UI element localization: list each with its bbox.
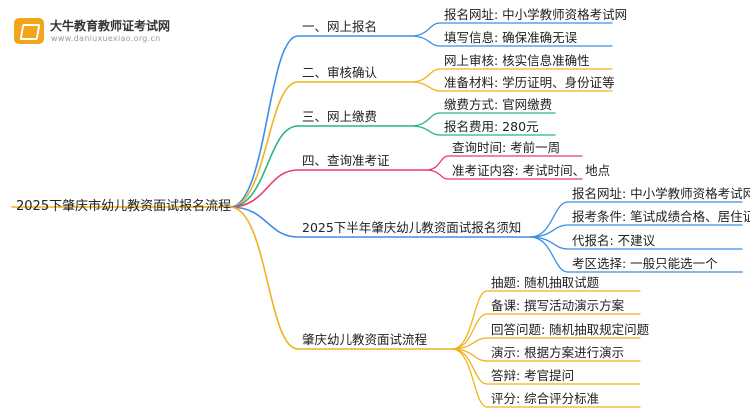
leaf-ticket-content: 准考证内容: 考试时间、地点 [452, 163, 611, 178]
leaf-demonstration: 演示: 根据方案进行演示 [491, 345, 625, 360]
branch-registration-notice: 2025下半年肇庆幼儿教资面试报名须知 [302, 220, 522, 235]
leaf-online-review: 网上审核: 核实信息准确性 [444, 53, 590, 68]
leaf-query-time: 查询时间: 考前一周 [452, 140, 561, 155]
leaf-answer-question: 回答问题: 随机抽取规定问题 [491, 322, 650, 337]
leaf-draw-question: 抽题: 随机抽取试题 [491, 275, 600, 290]
leaf-notice-site: 报名网址: 中小学教师资格考试网 [572, 186, 750, 201]
branch-admission-ticket: 四、查询准考证 [302, 153, 390, 168]
leaf-eligibility: 报考条件: 笔试成绩合格、居住证 [572, 209, 750, 224]
leaf-defense: 答辩: 考官提问 [491, 368, 575, 383]
leaf-registration-site: 报名网址: 中小学教师资格考试网 [444, 7, 628, 22]
leaf-registration-fee: 报名费用: 280元 [444, 119, 539, 134]
leaf-payment-method: 缴费方式: 官网缴费 [444, 97, 553, 112]
logo-url: www.daniuxuexiao.org.cn [51, 34, 161, 43]
leaf-lesson-prep: 备课: 撰写活动演示方案 [491, 298, 625, 313]
leaf-fill-info: 填写信息: 确保准确无误 [444, 30, 578, 45]
logo-name: 大牛教育教师证考试网 [50, 19, 171, 33]
site-logo: 大牛教育教师证考试网 www.daniuxuexiao.org.cn [14, 14, 184, 48]
leaf-proxy-registration: 代报名: 不建议 [572, 233, 656, 248]
branch-interview-process: 肇庆幼儿教资面试流程 [302, 332, 428, 347]
root-node: 2025下肇庆市幼儿教资面试报名流程 [16, 199, 232, 214]
branch-online-registration: 一、网上报名 [302, 19, 378, 34]
leaf-scoring: 评分: 综合评分标准 [491, 391, 600, 406]
branch-online-payment: 三、网上缴费 [302, 109, 378, 124]
leaf-prepare-materials: 准备材料: 学历证明、身份证等 [444, 75, 615, 90]
leaf-exam-area: 考区选择: 一般只能选一个 [572, 256, 718, 271]
branch-review-confirm: 二、审核确认 [302, 65, 378, 80]
book-icon [14, 18, 44, 44]
